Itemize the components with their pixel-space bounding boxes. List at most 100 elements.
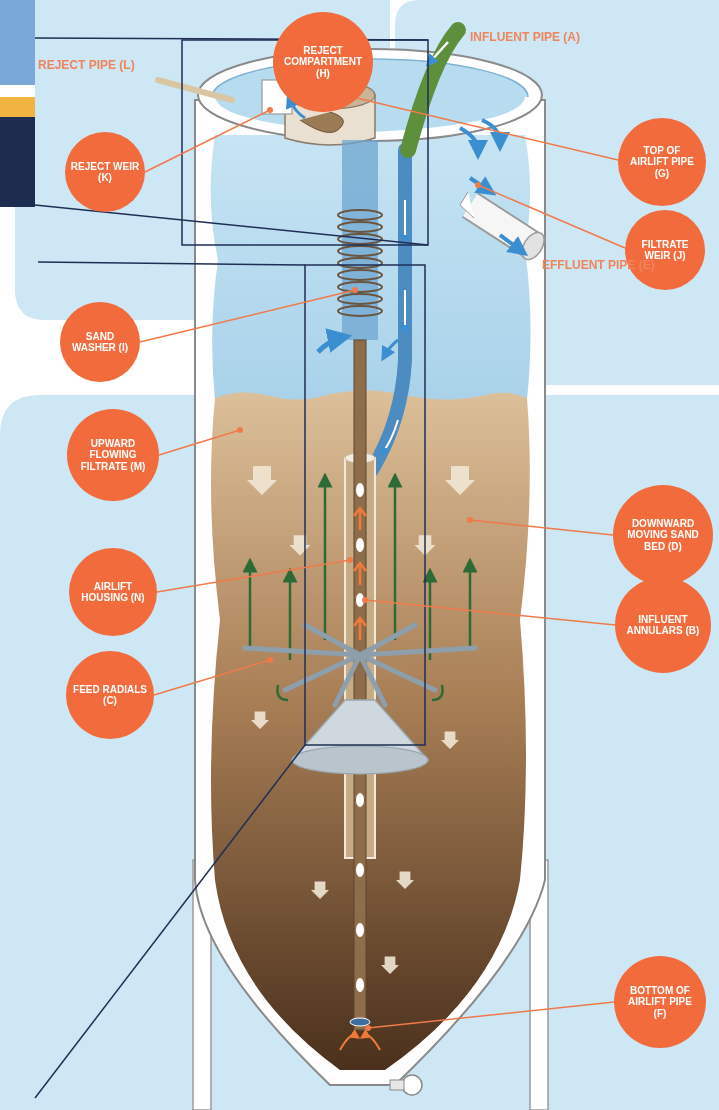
callout-dot [267, 657, 273, 663]
tank-shell [195, 100, 545, 1085]
callout-dots [237, 93, 481, 1031]
flow-arrow [318, 338, 340, 352]
callout-pointer [157, 560, 350, 592]
image-fragment [0, 0, 35, 85]
callout-circle-fill [69, 548, 157, 636]
flow-arrow [429, 575, 432, 660]
flow-arrow [396, 872, 414, 889]
leader-line [35, 745, 305, 1098]
callout-circle-fill [618, 118, 706, 206]
callout-text: FEED RADIALS (C) [72, 684, 148, 707]
flow-arrow [460, 128, 478, 150]
callout-pointer [368, 1002, 614, 1028]
part-label: EFFLUENT PIPE (E) [542, 258, 655, 272]
flow-arrow [354, 618, 366, 640]
flow-arrow [311, 882, 329, 899]
callout-text-holder: UPWARD FLOWING FILTRATE (M) [67, 409, 159, 501]
callout-circle: FEED RADIALS (C) [66, 651, 154, 739]
flow-arrow [381, 957, 399, 974]
callout-text: TOP OF AIRLIFT PIPE (G) [624, 145, 700, 180]
callout-dot [365, 1025, 371, 1031]
flow-arrow [445, 466, 475, 495]
feed-radial [360, 648, 475, 655]
callout-text-holder: REJECT WEIR (K) [65, 132, 145, 212]
flow-arrow [430, 42, 448, 62]
spiral-turn [338, 246, 382, 256]
flow-arrow [404, 200, 406, 240]
air-bubble [356, 483, 364, 497]
sand-arrows [247, 466, 475, 974]
callout-circle-fill [614, 956, 706, 1048]
feed-radial [305, 625, 360, 655]
part-label: INFLUENT PIPE (A) [470, 30, 580, 44]
leader-line [38, 262, 305, 265]
callout-pointer [348, 96, 618, 160]
spiral-turn [338, 270, 382, 280]
filtrate-weir [460, 192, 474, 218]
distribution-cone-base [292, 746, 428, 774]
callout-circle: DOWNWARD MOVING SAND BED (D) [613, 485, 713, 585]
spiral-turn [338, 306, 382, 316]
flow-arrow [289, 575, 292, 660]
feed-radial [245, 648, 360, 655]
influent-pipe-inlet [408, 30, 458, 150]
flow-arrow [500, 235, 520, 250]
callout-text: REJECT WEIR (K) [71, 161, 140, 184]
callout-pointer [140, 290, 355, 342]
callout-text: UPWARD FLOWING FILTRATE (M) [73, 438, 152, 473]
callout-circle-fill [67, 409, 159, 501]
influent-pipe [372, 150, 405, 470]
callout-dot [237, 427, 243, 433]
feed-radial [360, 625, 415, 655]
callout-pointer [365, 600, 615, 625]
callout-dot [267, 107, 273, 113]
callout-text-holder: FEED RADIALS (C) [66, 651, 154, 739]
water-cutaway [211, 135, 531, 400]
part-label: REJECT PIPE (L) [38, 58, 135, 72]
callout-circle: TOP OF AIRLIFT PIPE (G) [618, 118, 706, 206]
spiral-turn [338, 258, 382, 268]
flow-arrow [364, 1035, 380, 1050]
callout-circle: REJECT COMPARTMENT (H) [273, 12, 373, 112]
zoom-frame [305, 265, 425, 745]
callout-text-holder: BOTTOM OF AIRLIFT PIPE (F) [614, 956, 706, 1048]
air-bubble [356, 978, 364, 992]
spiral-turn [338, 282, 382, 292]
callout-dot [467, 517, 473, 523]
effluent-pipe [470, 205, 532, 245]
airlift-ring [350, 1018, 370, 1026]
feed-radial [360, 655, 385, 705]
image-fragment [0, 117, 35, 207]
callout-circle-fill [60, 302, 140, 382]
callout-dot [347, 557, 353, 563]
callout-circle: FILTRATE WEIR (J) [625, 210, 705, 290]
callout-text: INFLUENT ANNULARS (B) [622, 614, 705, 637]
air-bubble [356, 863, 364, 877]
feed-radials [245, 625, 475, 705]
flow-arrow [340, 1035, 356, 1050]
callout-text-holder: AIRLIFT HOUSING (N) [69, 548, 157, 636]
filtrate-arrows [250, 480, 470, 700]
flow-arrow [354, 563, 366, 585]
flow-arrow [394, 480, 397, 640]
flow-arrow [469, 565, 472, 650]
callout-text: SAND WASHER (I) [66, 331, 135, 354]
air-bubble [356, 538, 364, 552]
feed-radial [335, 655, 360, 705]
callout-text: BOTTOM OF AIRLIFT PIPE (F) [620, 985, 699, 1020]
callout-dot [352, 287, 358, 293]
flow-arrow [404, 290, 406, 330]
callout-circle-fill [273, 12, 373, 112]
reject-pipe [158, 80, 232, 100]
flow-arrow [354, 508, 366, 530]
callout-pointer [159, 430, 240, 455]
image-fragment [0, 97, 35, 117]
callout-text-holder: TOP OF AIRLIFT PIPE (G) [618, 118, 706, 206]
flow-arrow [249, 565, 252, 650]
sand-washer-spiral [338, 210, 382, 316]
drain-valve [402, 1075, 422, 1095]
flow-arrow [383, 420, 398, 452]
flow-arrow [324, 480, 327, 640]
callout-circle-fill [613, 485, 713, 585]
